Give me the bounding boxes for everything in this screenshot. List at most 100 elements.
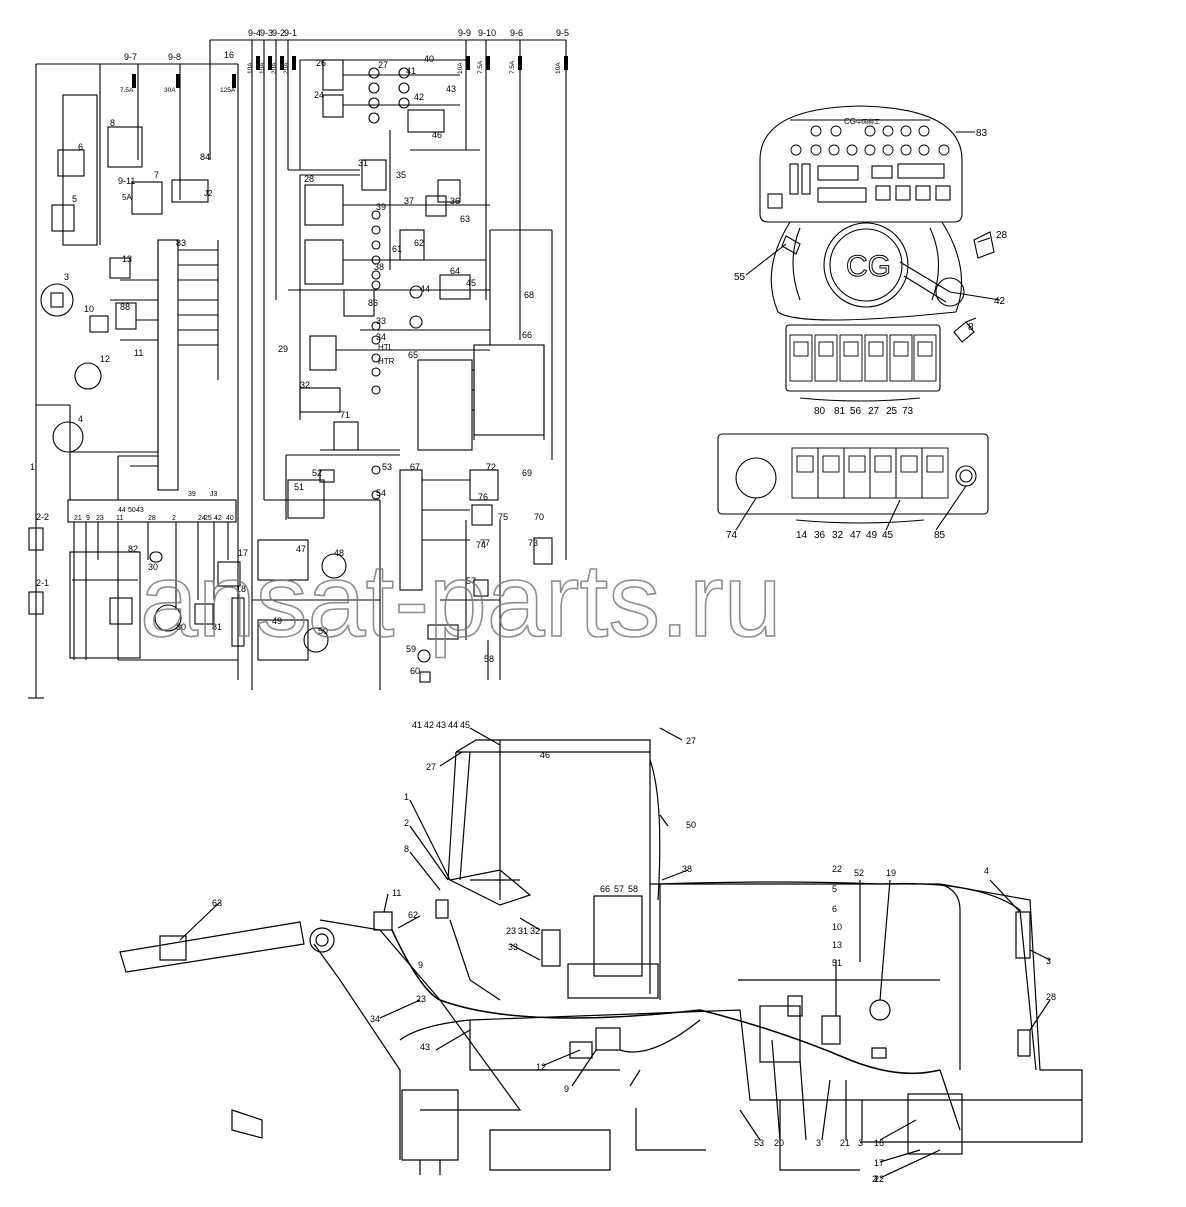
loader-component-label: 52	[854, 868, 864, 878]
loader-component-label: 19	[886, 868, 896, 878]
fuse-id: 9-1	[284, 28, 297, 38]
fuse-id: 9-2	[272, 28, 285, 38]
switch-row-label: 81	[834, 406, 846, 417]
loader-component-label: 31	[518, 926, 528, 936]
lower-panel-label: 49	[866, 530, 878, 541]
lower-panel-label: 36	[814, 530, 826, 541]
component-label: 50	[318, 626, 328, 636]
dashboard-brand: CG	[844, 117, 856, 126]
fuse-id: 9-9	[458, 28, 471, 38]
switch-row-label: 25	[886, 406, 898, 417]
fuse-rating: 7.5A	[120, 87, 134, 94]
loader-wiring-layout	[119, 727, 1083, 1179]
lower-panel-label: 45	[882, 530, 894, 541]
loader-component-label: 51	[832, 958, 842, 968]
connector-pin-label: 44	[118, 507, 126, 514]
fuse-symbol	[486, 56, 490, 70]
fuse-rating: 20A	[283, 62, 290, 74]
loader-component-label: 42	[424, 720, 434, 730]
component-label: 40	[424, 54, 434, 64]
fuse-id: 9-10	[478, 28, 496, 38]
loader-component-label: 23	[506, 926, 516, 936]
switch-row-label: 56	[850, 406, 862, 417]
component-label: 80	[176, 622, 186, 632]
component-label: 4	[78, 414, 83, 424]
component-label: 46	[432, 130, 442, 140]
loader-component-label: 43	[420, 1042, 430, 1052]
lower-panel-label: 74	[726, 530, 738, 541]
component-label: 47	[296, 544, 306, 554]
fuse-id: 9-5	[556, 28, 569, 38]
connector-pin-label: 23	[96, 515, 104, 522]
loader-component-label: 44	[448, 720, 458, 730]
component-label: 29	[278, 344, 288, 354]
component-label: 74	[476, 540, 486, 550]
fuse-rating: 10A	[259, 62, 266, 74]
schematic-tag: 5A	[122, 193, 132, 202]
electrical-schematic	[28, 39, 567, 699]
loader-component-label: 11	[392, 888, 401, 898]
loader-component-label: 3	[1046, 956, 1051, 966]
fuse-symbol	[466, 56, 470, 70]
schematic-tag: HTR	[378, 357, 395, 366]
loader-component-label: 34	[370, 1014, 380, 1024]
component-label: 17	[238, 548, 248, 558]
loader-component-label: 45	[460, 720, 470, 730]
loader-component-label: 50	[686, 820, 696, 830]
component-label: 84	[200, 152, 210, 162]
component-label: 12	[100, 354, 110, 364]
loader-component-label: 2	[404, 818, 409, 828]
fuse-symbol	[280, 56, 284, 70]
fuse-id: 9-4	[248, 28, 261, 38]
component-label: 33	[376, 316, 386, 326]
component-label: 69	[522, 468, 532, 478]
loader-component-label: 41	[412, 720, 422, 730]
fuse-id: 9-7	[124, 52, 137, 62]
loader-component-label: 1	[874, 1174, 879, 1184]
component-label: 2-2	[36, 512, 49, 522]
component-label: 10	[84, 304, 94, 314]
loader-component-label: 43	[436, 720, 446, 730]
loader-component-label: 8	[404, 844, 409, 854]
component-label: 1	[30, 462, 35, 472]
loader-component-label: 4	[984, 866, 989, 876]
dashboard-label: 83	[976, 128, 988, 139]
fuse-id: 16	[224, 50, 234, 60]
steering-component-label: 55	[734, 272, 746, 283]
fuse-id: 9-6	[510, 28, 523, 38]
component-label: 34	[376, 332, 386, 342]
loader-component-label: 32	[530, 926, 540, 936]
component-label: 59	[406, 644, 416, 654]
loader-component-label: 27	[426, 762, 436, 772]
loader-component-label: 10	[832, 922, 842, 932]
fuse-id: 9-8	[168, 52, 181, 62]
connector-pin-label: 9	[86, 515, 90, 522]
loader-component-label: 33	[508, 942, 518, 952]
component-label: 37	[404, 196, 414, 206]
component-label: 70	[534, 512, 544, 522]
component-label: 67	[410, 462, 420, 472]
loader-component-label: 27	[686, 736, 696, 746]
component-label: 45	[466, 278, 476, 288]
loader-component-label: 63	[212, 898, 222, 908]
loader-component-label: 21	[840, 1138, 850, 1148]
component-label: 48	[334, 548, 344, 558]
component-label: 73	[528, 538, 538, 548]
component-label: 62	[414, 238, 424, 248]
component-label: 28	[304, 174, 314, 184]
loader-component-label: 6	[832, 904, 837, 914]
loader-component-label: 46	[540, 750, 550, 760]
fuse-symbol	[256, 56, 260, 70]
component-label: 83	[176, 238, 186, 248]
loader-component-label: 57	[614, 884, 624, 894]
loader-component-label: 1	[404, 792, 409, 802]
lower-panel-label: 32	[832, 530, 844, 541]
component-label: 31	[358, 158, 368, 168]
component-label: 49	[272, 616, 282, 626]
connector-pin-label: 42	[214, 515, 222, 522]
component-label: 54	[376, 488, 386, 498]
switch-row-label: 73	[902, 406, 914, 417]
